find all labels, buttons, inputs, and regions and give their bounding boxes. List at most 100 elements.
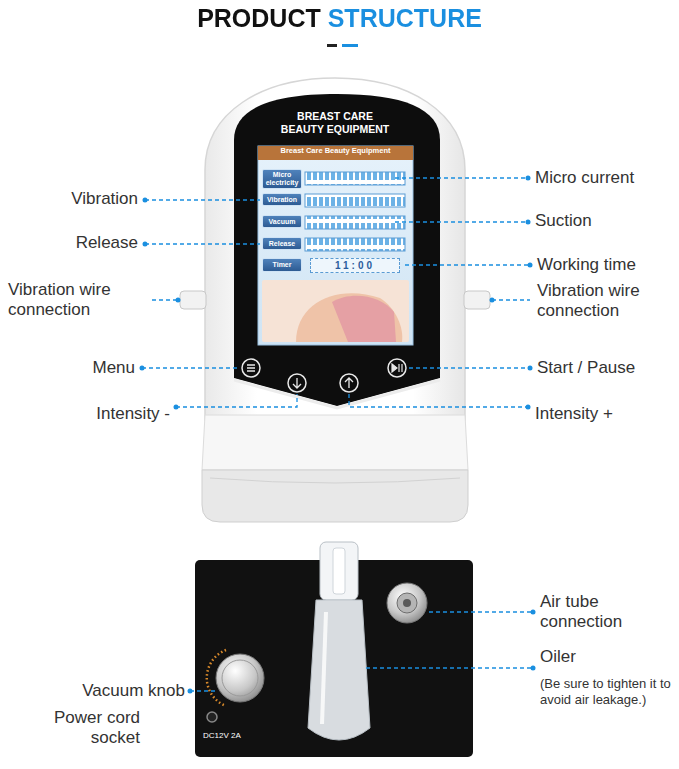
device-shell <box>205 78 465 420</box>
leader-dot <box>528 366 533 371</box>
part-name: Vibration wire connection <box>8 280 148 321</box>
leader-dots <box>140 176 536 694</box>
foot-line <box>210 478 460 483</box>
leader-dot <box>174 405 179 410</box>
part-name: Start / Pause <box>537 358 675 378</box>
leader-dot <box>490 298 495 303</box>
oiler-shine <box>322 612 326 724</box>
power-rating: DC12V 2A <box>203 731 273 741</box>
node-text: Breast Care Beauty Equipment <box>258 146 413 160</box>
wire-socket <box>464 291 490 309</box>
leader-line <box>176 394 297 407</box>
leader-line <box>152 299 178 300</box>
leader-dot <box>188 689 193 694</box>
part-name: Air tube connection <box>540 592 670 633</box>
title-dash <box>327 44 337 47</box>
part-name: Intensity - <box>10 404 170 424</box>
part-name: Oiler <box>540 647 670 667</box>
start-button <box>388 359 406 377</box>
play-icon <box>392 364 402 372</box>
leader-line <box>405 264 530 265</box>
leader-line <box>349 394 528 407</box>
mode-button: Micro electricity <box>262 169 302 189</box>
screen-header <box>258 146 413 160</box>
mode-button: Vacuum <box>262 215 302 228</box>
part-name: Vibration wire connection <box>537 281 673 322</box>
node-text: Vibration <box>267 196 297 204</box>
menu-button <box>242 359 260 377</box>
mode-button: Vibration <box>262 193 302 206</box>
knob-ring <box>222 660 258 696</box>
mode-button: Release <box>262 237 302 250</box>
device-foot <box>202 470 468 522</box>
screen <box>258 146 413 345</box>
part-name: Working time <box>537 255 675 275</box>
leader-dot <box>531 666 536 671</box>
leader-line <box>395 221 528 222</box>
node-text: Vacuum <box>269 218 296 226</box>
level-bar <box>305 172 405 185</box>
cup-picture <box>332 296 396 342</box>
part-name: Release <box>10 233 138 253</box>
device-base <box>202 415 468 470</box>
leader-dot <box>143 242 148 247</box>
part-name: Vacuum knob <box>10 681 185 701</box>
leader-dot <box>526 220 531 225</box>
leader-dot <box>176 298 181 303</box>
level-bar <box>305 216 405 229</box>
down-icon <box>293 378 301 388</box>
plus-button <box>340 374 358 392</box>
node-text: Micro electricity <box>264 171 300 186</box>
node-text: Release <box>269 240 295 248</box>
leader-dot <box>140 366 145 371</box>
leader-line <box>492 299 530 300</box>
power-socket <box>207 712 217 722</box>
mode-button: Timer <box>262 258 302 272</box>
menu-icon <box>247 365 255 371</box>
leader-lines <box>142 178 533 691</box>
leader-line <box>190 690 218 691</box>
part-name: Suction <box>535 211 675 231</box>
leader-line <box>145 243 260 244</box>
oiler-cup <box>308 600 370 740</box>
leader-line <box>366 667 533 668</box>
wire-socket <box>180 291 206 309</box>
minus-button <box>288 374 306 392</box>
leader-dot <box>528 263 533 268</box>
air-port-hole <box>403 599 411 607</box>
leader-dot <box>143 198 148 203</box>
leader-line <box>429 611 533 612</box>
level-bar <box>305 238 405 251</box>
timer-display: 11:00 <box>310 258 400 273</box>
face-rim <box>234 380 440 408</box>
part-name: Intensity + <box>535 404 675 424</box>
screen-picture <box>262 280 409 342</box>
warning-note: (Be sure to tighten it to avoid air leak… <box>540 676 675 707</box>
brand-print: BREAST CARE BEAUTY EQUIPMENT <box>275 110 395 135</box>
leader-line <box>145 199 260 200</box>
leader-dot <box>526 405 531 410</box>
air-port-inner <box>397 593 417 613</box>
leader-line <box>395 177 528 178</box>
device-face <box>234 94 440 406</box>
part-name: Vibration <box>10 189 138 209</box>
part-name: Menu <box>10 358 135 378</box>
leader-dot <box>526 176 531 181</box>
vacuum-knob <box>216 654 264 702</box>
air-port <box>387 583 427 623</box>
level-bar <box>305 194 405 207</box>
leader-line <box>409 367 530 368</box>
breast-picture <box>296 293 402 342</box>
page-title: PRODUCT STRUCTURE <box>197 4 482 33</box>
oiler-stem <box>333 548 345 594</box>
leader-line <box>142 367 240 368</box>
oiler-cap <box>320 542 358 600</box>
node-text: Timer <box>273 261 292 269</box>
node-text: 11:00 <box>335 260 375 271</box>
part-name: Power cord socket <box>30 708 140 749</box>
title-dash <box>342 44 358 47</box>
leader-dot <box>531 610 536 615</box>
part-name: Micro current <box>535 168 675 188</box>
